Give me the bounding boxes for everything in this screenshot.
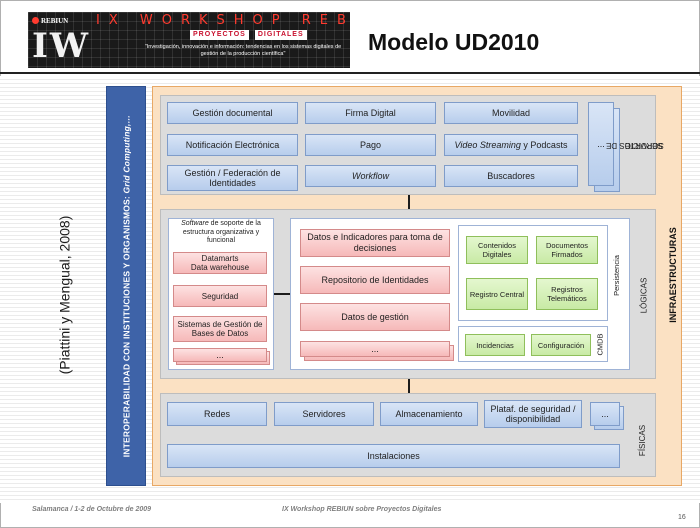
workflow-label: Workflow — [351, 171, 389, 181]
movilidad-box: Movilidad — [444, 102, 578, 124]
workshop-wordmark: IX WORKSHOP REBIUN — [96, 13, 350, 28]
datos-gestion-box: Datos de gestión — [300, 303, 450, 331]
persistencia-label: Persistencia — [611, 254, 621, 296]
video-streaming-box: Video Streaming y Podcasts — [444, 134, 578, 156]
almacenamiento-box: Almacenamiento — [380, 402, 478, 426]
cmdb-label: CMDB — [595, 332, 605, 356]
software-title-rest: de soporte de la estructura organizativa… — [182, 220, 261, 244]
seguridad-box: Seguridad — [173, 285, 267, 307]
fisicas-side-label: FÍSICAS — [638, 424, 648, 456]
rebiun-logo: REBIUN — [32, 15, 76, 26]
contenidos-box: Contenidos Digitales — [466, 236, 528, 264]
video-streaming-rest: y Podcasts — [520, 140, 568, 150]
infra-label: INFRAESTRUCTURAS — [668, 227, 678, 323]
buscadores-box: Buscadores — [444, 165, 578, 187]
interop-band: INTEROPERABILIDAD CON INSTITUCIONES Y OR… — [106, 86, 146, 486]
datamarts-box: Datamarts Data warehouse — [173, 252, 267, 274]
pill-digitales: DIGITALES — [254, 30, 307, 40]
datos-indicadores-box: Datos e Indicadores para toma de decisio… — [300, 229, 450, 257]
page-title: Modelo UD2010 — [368, 29, 540, 55]
software-title-italic: Software — [181, 220, 209, 227]
center-more-box: ... — [300, 341, 450, 357]
footer-location: Salamanca / 1-2 de Octubre de 2009 — [32, 506, 152, 513]
video-streaming-italic: Video Streaming — [454, 140, 521, 150]
header-banner: REBIUN IX WORKSHOP REBIUN PROYECTOS DIGI… — [28, 12, 350, 68]
gestion-documental-box: Gestión documental — [167, 102, 298, 124]
software-more-box: ... — [173, 348, 267, 362]
interop-label-italic: Grid Computing,… — [121, 114, 132, 194]
software-title: Software de soporte de la estructura org… — [170, 220, 272, 250]
registro-central-box: Registro Central — [466, 278, 528, 310]
sgbd-box: Sistemas de Gestión de Bases de Datos — [173, 316, 267, 342]
datamarts-label: Datamarts — [201, 254, 239, 263]
connector-servicios-logicas — [408, 195, 410, 209]
pill-proyectos: PROYECTOS — [190, 30, 249, 40]
notificacion-box: Notificación Electrónica — [167, 134, 298, 156]
firma-digital-box: Firma Digital — [305, 102, 436, 124]
servidores-box: Servidores — [274, 402, 374, 426]
banner-grid — [28, 12, 350, 68]
registros-telematicos-box: Registros Telemáticos — [536, 278, 598, 310]
header-rule — [0, 72, 700, 74]
header-tagline: "Investigación, innovación e información… — [144, 44, 342, 57]
servicios-more-box: ... — [588, 102, 614, 186]
big-iw-letters: IW — [32, 26, 91, 66]
page-number: 16 — [678, 514, 686, 521]
documentos-box: Documentos Firmados — [536, 236, 598, 264]
configuracion-box: Configuración — [531, 334, 591, 356]
footer-event: IX Workshop REBIUN sobre Proyectos Digit… — [282, 506, 442, 513]
logo-text: REBIUN — [41, 16, 69, 25]
interop-label-main: INTEROPERABILIDAD CON INSTITUCIONES Y OR… — [121, 193, 132, 458]
redes-box: Redes — [167, 402, 267, 426]
workflow-box: Workflow — [305, 165, 436, 187]
servicios-side-label-2: SOPORTE — [624, 141, 664, 150]
instalaciones-box: Instalaciones — [167, 444, 620, 468]
side-citation: (Piattini y Mengual, 2008) — [56, 215, 73, 375]
incidencias-box: Incidencias — [465, 334, 525, 356]
logicas-side-label: LÓGICAS — [639, 277, 649, 313]
logo-dot-icon — [32, 17, 39, 24]
data-warehouse-label: Data warehouse — [190, 263, 250, 272]
plataf-seguridad-box: Plataf. de seguridad / disponibilidad — [484, 400, 582, 428]
pago-box: Pago — [305, 134, 436, 156]
connector-logicas-fisicas — [408, 379, 410, 393]
fisicas-more-box: ... — [590, 402, 620, 426]
federacion-box: Gestión / Federación de Identidades — [167, 165, 298, 191]
repositorio-box: Repositorio de Identidades — [300, 266, 450, 294]
pill-row: PROYECTOS DIGITALES — [190, 30, 310, 40]
connector-software-center — [274, 293, 290, 295]
